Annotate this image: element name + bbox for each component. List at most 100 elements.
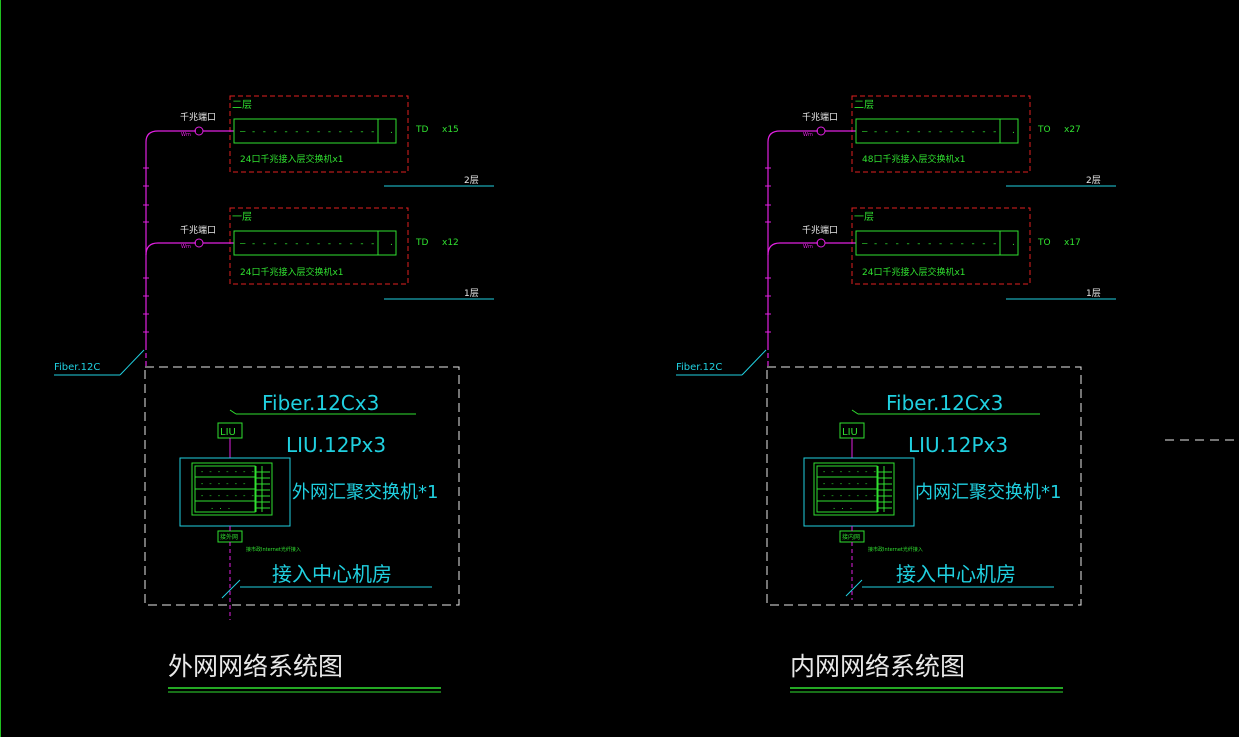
floor-name: 二层 xyxy=(854,99,874,111)
small-box-label: 接外网 xyxy=(220,533,238,541)
liu-label: LIU.12Px3 xyxy=(908,433,1008,457)
switch-dot: . xyxy=(390,238,393,248)
fiber-leader-diagonal xyxy=(119,349,145,376)
floor-boundary xyxy=(229,207,409,285)
access-switch[interactable] xyxy=(855,118,1019,144)
machine-room-boundary xyxy=(766,366,1082,606)
small-note: 接市政Internet光纤接入 xyxy=(868,546,923,553)
level-label: 2层 xyxy=(464,175,479,186)
riser-cable xyxy=(145,130,196,345)
svg-text:- - - - - - -: - - - - - - - xyxy=(200,468,255,476)
switch-dot: . xyxy=(1012,126,1015,136)
svg-text:- - - - - - -: - - - - - - - xyxy=(822,468,877,476)
wire-mark: Wm xyxy=(803,244,813,250)
floor-block-2: 二层 千兆端口 Wm — - - - - - - - - - - - - . 4… xyxy=(802,95,1116,187)
floor-boundary xyxy=(851,207,1031,285)
switch-desc: 24口千兆接入层交换机x1 xyxy=(240,153,344,165)
floor-block-1: 一层 千兆端口 Wm — - - - - - - - - - - - - . 2… xyxy=(180,207,494,300)
floor-block-2: 二层 千兆端口 Wm — - - - - - - - - - - - - . 2… xyxy=(180,95,494,187)
outlet-label: TD xyxy=(415,125,428,135)
svg-text:- - - - - - -: - - - - - - - xyxy=(822,492,877,500)
machine-room-boundary xyxy=(144,366,460,606)
outlet-label: TO xyxy=(1037,238,1051,248)
outlet-label: TD xyxy=(415,238,428,248)
fiber-trunk-tick xyxy=(851,409,859,415)
fiber-trunk-label: Fiber.12Cx3 xyxy=(262,391,379,415)
diagram-title: 内网网络系统图 xyxy=(790,652,965,681)
switch-port-dashes: — - - - - - - - - - - - - xyxy=(240,239,375,249)
core-switch-label: 外网汇聚交换机*1 xyxy=(292,482,438,503)
wire-mark: Wm xyxy=(181,132,191,138)
liu-box-label: LIU xyxy=(842,427,858,438)
fiber-trunk-label: Fiber.12Cx3 xyxy=(886,391,1003,415)
wire-mark: Wm xyxy=(181,244,191,250)
riser-cable xyxy=(767,130,818,345)
panel-external-network: 二层 千兆端口 Wm — - - - - - - - - - - - - . 2… xyxy=(54,95,494,693)
room-label: 接入中心机房 xyxy=(272,562,392,586)
svg-text:. . .: . . . xyxy=(832,503,853,511)
outlet-count: x12 xyxy=(442,238,459,248)
fiber-label: Fiber.12C xyxy=(54,362,100,373)
switch-dot: . xyxy=(390,126,393,136)
branch-cable-floor1 xyxy=(145,242,196,256)
svg-text:- - - - - -: - - - - - - xyxy=(200,480,246,488)
core-switch-label: 内网汇聚交换机*1 xyxy=(915,482,1061,503)
liu-box-label: LIU xyxy=(220,427,236,438)
switch-dot: . xyxy=(1012,238,1015,248)
access-switch[interactable] xyxy=(855,230,1019,256)
core-switch-slots xyxy=(817,466,892,512)
svg-text:- - - - - -: - - - - - - xyxy=(822,480,868,488)
riser-tick-marks xyxy=(143,167,149,333)
switch-port-dashes: — - - - - - - - - - - - - xyxy=(862,239,997,249)
access-switch[interactable] xyxy=(233,230,397,256)
floor-name: 一层 xyxy=(854,211,874,223)
core-switch-rack[interactable] xyxy=(803,457,915,527)
outlet-count: x17 xyxy=(1064,238,1081,248)
switch-desc: 48口千兆接入层交换机x1 xyxy=(862,153,966,165)
level-label: 1层 xyxy=(464,288,479,299)
outlet-label: TO xyxy=(1037,125,1051,135)
panel-internal-network: 二层 千兆端口 Wm — - - - - - - - - - - - - . 4… xyxy=(676,95,1116,693)
access-switch[interactable] xyxy=(233,118,397,144)
liu-label: LIU.12Px3 xyxy=(286,433,386,457)
room-label-leader xyxy=(221,579,241,599)
diagram-title: 外网网络系统图 xyxy=(168,652,343,681)
floor-name: 一层 xyxy=(232,211,252,223)
fiber-label: Fiber.12C xyxy=(676,362,722,373)
jumper-label: 千兆端口 xyxy=(180,111,216,123)
jumper-label: 千兆端口 xyxy=(802,111,838,123)
floor-boundary xyxy=(229,95,409,173)
switch-desc: 24口千兆接入层交换机x1 xyxy=(862,266,966,278)
fiber-leader-diagonal xyxy=(741,349,767,376)
switch-desc: 24口千兆接入层交换机x1 xyxy=(240,266,344,278)
svg-text:. . .: . . . xyxy=(210,503,231,511)
riser-tick-marks xyxy=(765,167,771,333)
outlet-count: x15 xyxy=(442,125,459,135)
small-note: 接市政Internet光纤接入 xyxy=(246,546,301,553)
jumper-label: 千兆端口 xyxy=(180,224,216,236)
room-label-leader xyxy=(845,579,863,597)
core-switch-leds: - - - - - - - - - - - - - - - - - - - - . … xyxy=(200,468,255,511)
branch-cable-floor1 xyxy=(767,242,818,256)
floor-name: 二层 xyxy=(232,99,252,111)
core-switch-chassis xyxy=(191,462,273,516)
floor-block-1: 一层 千兆端口 Wm — - - - - - - - - - - - - . 2… xyxy=(802,207,1116,300)
fiber-trunk-tick xyxy=(229,409,237,415)
core-switch-chassis xyxy=(813,462,895,516)
floor-boundary xyxy=(851,95,1031,173)
wire-mark: Wm xyxy=(803,132,813,138)
core-switch-rack[interactable] xyxy=(179,457,291,527)
core-switch-slots xyxy=(195,466,270,512)
jumper-label: 千兆端口 xyxy=(802,224,838,236)
room-label: 接入中心机房 xyxy=(896,562,1016,586)
level-label: 1层 xyxy=(1086,288,1101,299)
svg-text:- - - - - - -: - - - - - - - xyxy=(200,492,255,500)
core-switch-leds: - - - - - - - - - - - - - - - - - - - - . … xyxy=(822,468,877,511)
outlet-count: x27 xyxy=(1064,125,1081,135)
small-box-label: 接内网 xyxy=(842,533,860,541)
level-label: 2层 xyxy=(1086,175,1101,186)
switch-port-dashes: — - - - - - - - - - - - - xyxy=(862,127,997,137)
switch-port-dashes: — - - - - - - - - - - - - xyxy=(240,127,375,137)
